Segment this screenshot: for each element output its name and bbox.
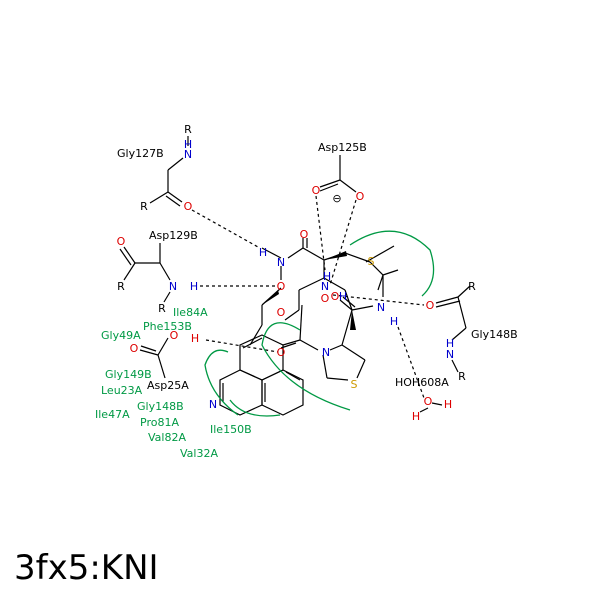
residue-label-ile150b: Ile150B	[210, 423, 252, 436]
atom-s-ring: S	[351, 378, 358, 391]
gly127b-o: O	[184, 200, 193, 213]
atom-n-tbutyl-amide: N	[377, 301, 385, 314]
residue-label-ile84a: Ile84A	[173, 306, 208, 319]
atom-n-amide2: N	[321, 280, 329, 293]
ligand-atoms: H N O O N H O O H S N H N S O O N	[209, 228, 398, 411]
atom-h-amide2: H	[323, 270, 331, 283]
gly127b-n: N	[184, 148, 192, 161]
atom-o-ether: O	[277, 346, 286, 359]
atom-o-carbonyl4: O	[277, 306, 286, 319]
residue-label-val32a: Val32A	[180, 447, 218, 460]
gly148b-r: R	[468, 280, 476, 293]
residue-label-pro81a: Pro81A	[140, 416, 179, 429]
asp125b-o2: O	[356, 190, 365, 203]
residue-label-gly148b: Gly148B	[471, 328, 518, 341]
hydrophobic-arcs	[204, 230, 435, 417]
asp129b-h: H	[190, 280, 198, 293]
hydrophobic-residue-labels: Ile84A Phe153B Gly49A Gly149B Leu23A Ile…	[95, 306, 252, 460]
residue-label-asp129b: Asp129B	[149, 229, 198, 242]
atom-h-2: H	[339, 290, 347, 303]
atom-n-ring: N	[322, 346, 330, 359]
asp25a-o1: O	[170, 329, 179, 342]
atom-o-hydroxyl: O	[277, 280, 286, 293]
residue-label-gly149b: Gly149B	[105, 368, 152, 381]
atom-o-carbonyl1: O	[300, 228, 309, 241]
asp129b-n: N	[169, 280, 177, 293]
hydrogen-bonds	[191, 195, 425, 399]
atom-h-amide: H	[259, 246, 267, 259]
water-h1: H	[444, 398, 452, 411]
residue-label-leu23a: Leu23A	[101, 384, 143, 397]
asp129b-r2: R	[158, 302, 166, 315]
residue-label-phe153b: Phe153B	[143, 320, 192, 333]
gly127b-r: R	[184, 123, 192, 136]
residue-label-asp125b: Asp125B	[318, 141, 367, 154]
gly127b-h: H	[184, 138, 192, 151]
water-h2: H	[412, 410, 420, 423]
ligand-bonds	[119, 136, 471, 416]
asp125b-o1: O	[312, 184, 321, 197]
gly148b-h: H	[446, 337, 454, 350]
asp25a-o2: O	[130, 342, 139, 355]
gly148b-n: N	[446, 348, 454, 361]
asp25a-h: H	[191, 332, 199, 345]
hbond-residue-labels: Gly127B Asp125B Asp129B Asp25A Gly148B H…	[117, 141, 518, 392]
gly148b-o: O	[426, 299, 435, 312]
residue-label-hoh608a: HOH608A	[395, 376, 449, 389]
atom-o-carbonyl3: O	[331, 290, 340, 303]
residue-label-gly127b: Gly127B	[117, 147, 164, 160]
residue-label-gly49a: Gly49A	[101, 329, 141, 342]
atom-h-tbutyl-amide: H	[390, 315, 398, 328]
water-o: O	[424, 395, 433, 408]
stereo-wedges	[262, 251, 356, 330]
structure-caption: 3fx5:KNI	[14, 548, 159, 588]
atom-s-thioether: S	[368, 255, 375, 268]
atom-n-isoquinoline: N	[209, 398, 217, 411]
residue-label-gly148b-hydrophobic: Gly148B	[137, 400, 184, 413]
residue-label-ile47a: Ile47A	[95, 408, 130, 421]
gly127b-r2: R	[140, 200, 148, 213]
residue-atoms: R H N R O O O ⊖ O R N H R O H O O R H N …	[117, 123, 477, 423]
residue-label-val82a: Val82A	[148, 431, 186, 444]
asp125b-charge: ⊖	[332, 192, 341, 205]
asp129b-r: R	[117, 280, 125, 293]
residue-label-asp25a: Asp25A	[147, 379, 189, 392]
atom-n-amide1: N	[277, 256, 285, 269]
gly148b-r2: R	[458, 370, 466, 383]
atom-o-carbonyl2: O	[321, 292, 330, 305]
asp129b-o: O	[117, 235, 126, 248]
